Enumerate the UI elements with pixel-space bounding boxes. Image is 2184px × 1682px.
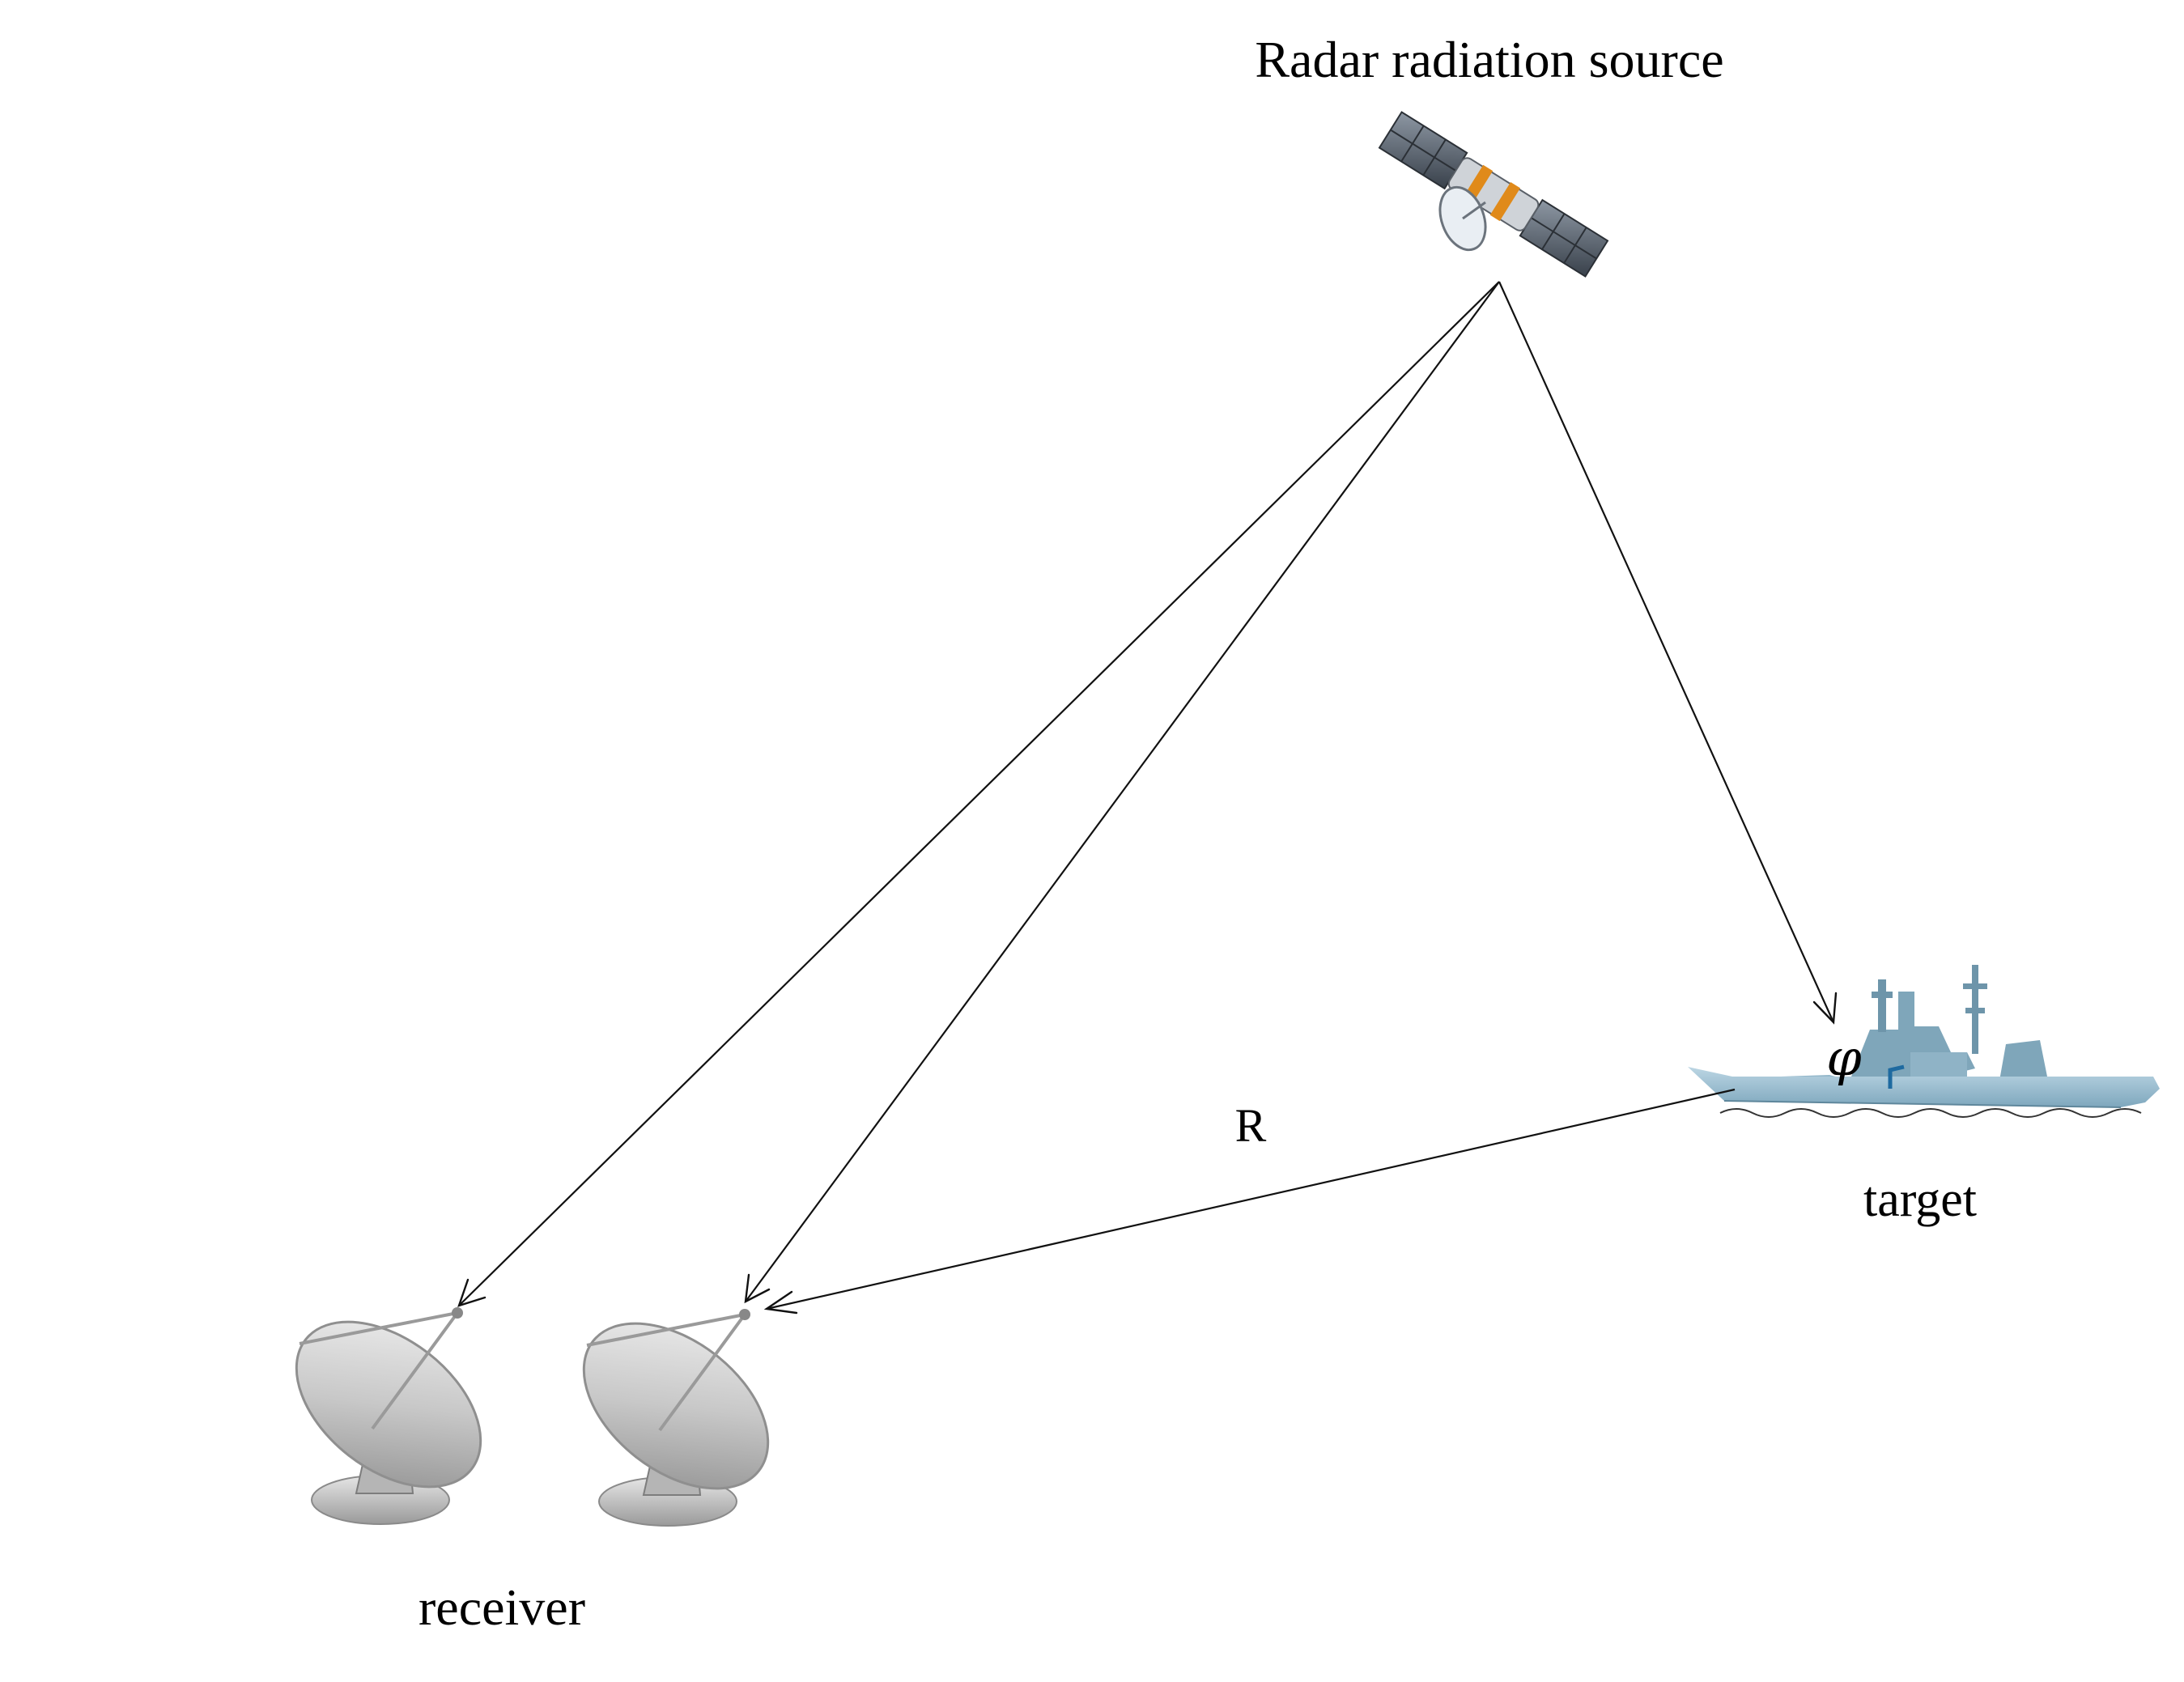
arrowhead-receiver-2 bbox=[744, 1273, 771, 1304]
signal-paths bbox=[457, 281, 1838, 1315]
satellite-icon bbox=[1378, 111, 1609, 278]
ship-icon bbox=[1688, 965, 2160, 1118]
arrowhead-receiver-2-from-target bbox=[763, 1290, 798, 1315]
ray-source-to-target bbox=[1498, 281, 1835, 1023]
receiver-label: receiver bbox=[419, 1578, 585, 1636]
target-label: target bbox=[1863, 1172, 1977, 1227]
ray-source-to-receiver-1 bbox=[458, 281, 1500, 1306]
angle-label: φ bbox=[1826, 1028, 1862, 1087]
arrowhead-receiver-1 bbox=[457, 1278, 487, 1307]
ray-target-to-receiver-2 bbox=[766, 1088, 1736, 1310]
arrowhead-target bbox=[1812, 992, 1838, 1025]
ray-source-to-receiver-2 bbox=[745, 281, 1500, 1302]
source-label: Radar radiation source bbox=[1255, 31, 1723, 88]
radar-dish-icon bbox=[582, 1309, 770, 1527]
range-label: R bbox=[1235, 1099, 1267, 1152]
radar-dish-icon bbox=[295, 1307, 482, 1525]
